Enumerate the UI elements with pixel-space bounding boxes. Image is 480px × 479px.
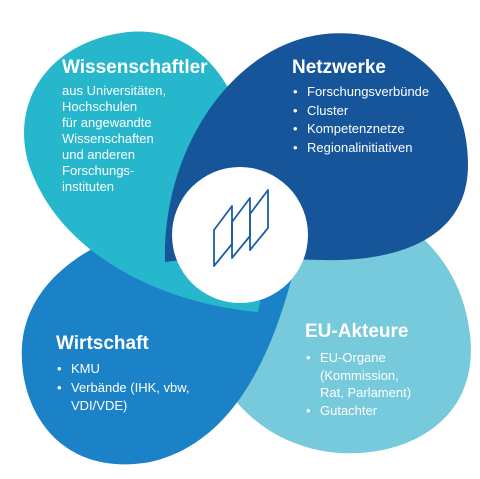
quadrant-wirtschaft: Wirtschaft KMU Verbände (IHK, vbw, VDI/V…: [56, 333, 226, 416]
bullet-item: Forschungsverbünde: [292, 83, 462, 102]
description-line: und anderen: [62, 147, 136, 162]
bullet-item: Cluster: [292, 102, 462, 121]
bullet-item: Verbände (IHK, vbw, VDI/VDE): [56, 379, 226, 416]
document-layers-icon: [213, 189, 269, 267]
bullet-list: Forschungsverbünde Cluster Kompetenznetz…: [292, 83, 462, 157]
quadrant-wissenschaftler: Wissenschaftler aus Universitäten, Hochs…: [62, 57, 222, 195]
bullet-item: KMU: [56, 360, 226, 379]
description-line: Wissenschaften: [62, 131, 154, 146]
description-line: für angewandte: [62, 115, 152, 130]
quadrant-eu-akteure: EU-Akteure EU-Organe (Kommission, Rat, P…: [305, 321, 455, 419]
bullet-item: EU-Organe (Kommission, Rat, Parlament): [305, 349, 455, 402]
description-line: aus Universitäten,: [62, 83, 167, 98]
quadrant-description: aus Universitäten, Hochschulen für angew…: [62, 83, 222, 195]
bullet-list: KMU Verbände (IHK, vbw, VDI/VDE): [56, 360, 226, 416]
quadrant-title: Wissenschaftler: [62, 57, 208, 78]
quadrant-netzwerke: Netzwerke Forschungsverbünde Cluster Kom…: [292, 57, 462, 157]
quadrant-title: Netzwerke: [292, 57, 386, 78]
center-circle: [172, 167, 308, 303]
quadrant-title: EU-Akteure: [305, 321, 409, 342]
description-line: instituten: [62, 179, 115, 194]
description-line: Hochschulen: [62, 99, 138, 114]
description-line: Forschungs-: [62, 163, 135, 178]
bullet-item: Gutachter: [305, 402, 455, 420]
bullet-list: EU-Organe (Kommission, Rat, Parlament) G…: [305, 349, 455, 419]
bullet-item: Kompetenznetze: [292, 120, 462, 139]
quadrant-title: Wirtschaft: [56, 333, 149, 354]
bullet-item: Regionalinitiativen: [292, 139, 462, 158]
